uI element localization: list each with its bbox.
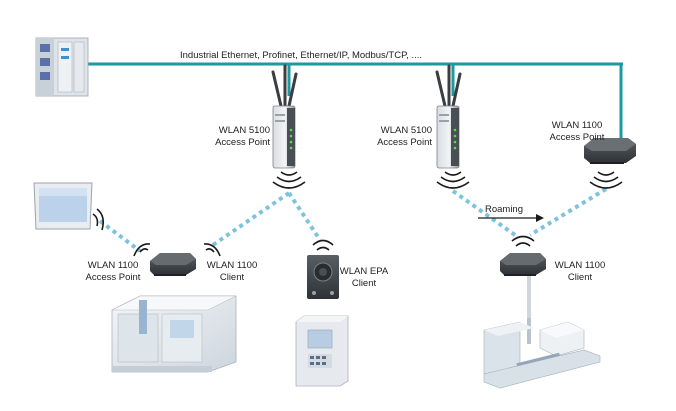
bus-label: Industrial Ethernet, Profinet, Ethernet/…: [180, 50, 422, 61]
wifi-signal-icon: [272, 171, 306, 189]
wlan1100-top-name: WLAN 1100: [552, 120, 603, 131]
wifi-signal-icon: [436, 171, 470, 189]
wlan-epa-role: Client: [352, 278, 377, 289]
wifi-signal-icon: [511, 235, 535, 247]
wlan1100-client-right: WLAN 1100 Client: [500, 235, 606, 283]
control-cabinet-icon: [295, 315, 349, 387]
wlan1100-left-client-role: Client: [220, 272, 245, 283]
link-1100ap-to-client: [528, 187, 608, 237]
wlan5100-right-name: WLAN 5100: [381, 125, 432, 136]
roaming-label: Roaming: [485, 204, 523, 215]
wlan5100-right-role: Access Point: [377, 137, 432, 148]
transport-vehicle-icon: [483, 276, 601, 389]
wlan5100-access-point-right: WLAN 5100 Access Point: [377, 64, 470, 189]
access-point-box-icon: [500, 253, 546, 276]
arrow-right-icon: [536, 214, 544, 222]
access-point-box-icon: [584, 138, 636, 164]
wlan5100-left-role: Access Point: [215, 137, 270, 148]
wlan1100-access-point-top: WLAN 1100 Access Point: [550, 120, 636, 189]
plc-rack-icon: [35, 37, 89, 97]
link-5100a-to-epa: [287, 191, 322, 242]
wlan1100-right-client-name: WLAN 1100: [555, 260, 606, 271]
wifi-signal-icon: [133, 243, 221, 257]
wlan1100-left-ap-role: Access Point: [86, 272, 141, 283]
router-antenna-icon: [271, 64, 298, 170]
wlan1100-left-client-name: WLAN 1100: [207, 260, 258, 271]
industrial-client-box-icon: [307, 255, 339, 299]
wireless-links: [98, 187, 608, 253]
link-hmi-to-ap: [98, 219, 142, 253]
access-point-box-icon: [150, 253, 196, 276]
touch-panel-icon: [33, 182, 93, 230]
machine-tool-icon: [111, 295, 237, 373]
wlan5100-access-point-left: WLAN 5100 Access Point: [215, 64, 306, 189]
wlan1100-left-ap-name: WLAN 1100: [88, 260, 139, 271]
wlan5100-left-name: WLAN 5100: [219, 125, 270, 136]
wlan-epa-name: WLAN EPA: [340, 266, 389, 277]
wlan1100-right-client-role: Client: [568, 272, 593, 283]
wifi-signal-icon: [312, 239, 334, 251]
wlan-epa-client: WLAN EPA Client: [307, 239, 389, 299]
wlan1100-top-role: Access Point: [550, 132, 605, 143]
link-5100a-to-client: [208, 191, 291, 249]
roaming-arrow: Roaming: [478, 204, 544, 222]
wifi-signal-icon: [589, 171, 623, 189]
wlan1100-ap-client-left: WLAN 1100 Access Point WLAN 1100 Client: [86, 243, 258, 283]
router-antenna-icon: [435, 64, 462, 170]
ethernet-bus: [80, 62, 623, 140]
wifi-signal-icon: [92, 208, 104, 231]
